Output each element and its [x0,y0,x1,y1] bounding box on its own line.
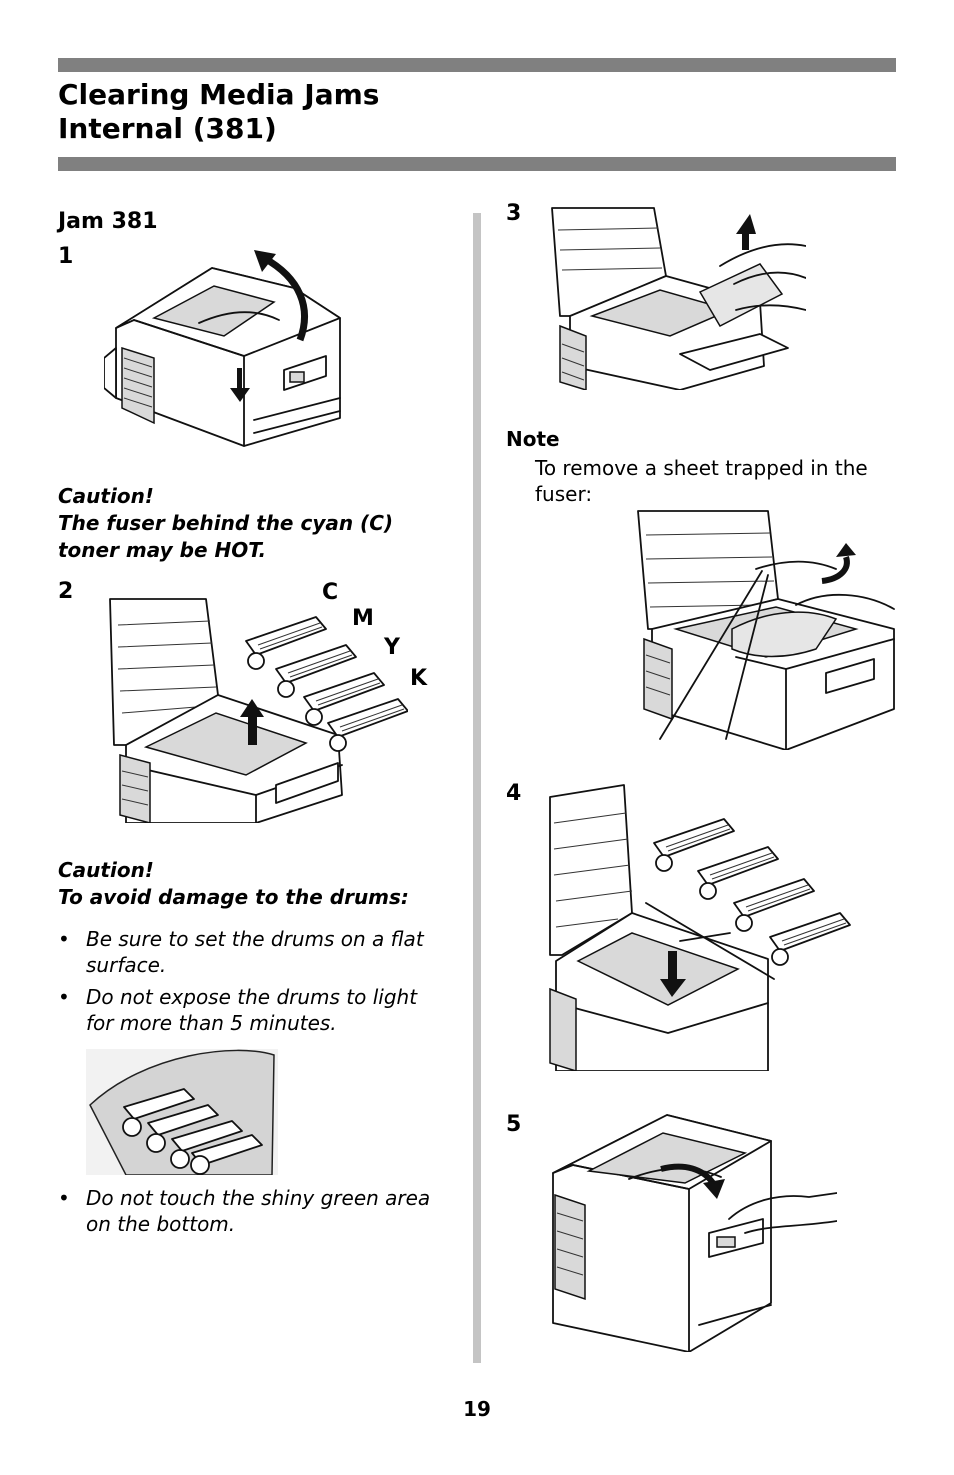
bullet-flat-surface-line2: surface. [86,953,167,977]
note-text-line1: To remove a sheet trapped in the [535,456,868,480]
drum-label-m: M [352,606,374,631]
bullet-item-flat-surface: • Be sure to set the drums on a flat sur… [58,926,486,978]
bullet-green-area-line1: Do not touch the shiny green area [86,1186,431,1210]
step-3-number: 3 [506,201,522,226]
header-top-bar [58,58,896,72]
caution-drums: Caution! To avoid damage to the drums: [58,857,409,911]
bullet-dot: • [58,927,70,951]
bullet-light-exposure-line2: for more than 5 minutes. [86,1011,337,1035]
header-bottom-bar [58,157,896,171]
page-title: Clearing Media Jams Internal (381) [58,78,379,146]
fuser-illustration [636,509,897,750]
note-text: To remove a sheet trapped in the fuser: [535,455,868,507]
step-5-illustration [549,1113,837,1352]
step-5-number: 5 [506,1112,522,1137]
note-label: Note [506,427,560,451]
bullet-dot: • [58,985,70,1009]
drum-label-y: Y [384,635,400,660]
page-title-line2: Internal (381) [58,112,277,145]
bullet-dot: • [58,1186,70,1210]
drum-label-c: C [322,580,339,605]
bullet-green-area-line2: on the bottom. [86,1212,236,1236]
bullet-flat-surface-line1: Be sure to set the drums on a flat [86,927,424,951]
step-4-number: 4 [506,781,522,806]
step-2-number: 2 [58,579,74,604]
column-divider [473,213,481,1363]
caution-fuser: Caution! The fuser behind the cyan (C) t… [58,483,393,564]
caution-fuser-label: Caution! [58,484,154,508]
caution-drums-text: To avoid damage to the drums: [58,885,409,909]
caution-fuser-line2: toner may be HOT. [58,538,267,562]
step-2-illustration [106,595,408,823]
step-4-illustration [548,783,864,1071]
step-3-illustration [550,206,806,390]
drum-label-k: K [410,666,428,691]
page-title-line1: Clearing Media Jams [58,78,380,111]
bullet-item-light-exposure: • Do not expose the drums to light for m… [58,984,486,1036]
page-number: 19 [463,1397,491,1421]
caution-drums-label: Caution! [58,858,154,882]
bullet-light-exposure-line1: Do not expose the drums to light [86,985,418,1009]
bullet-item-green-area: • Do not touch the shiny green area on t… [58,1185,486,1237]
step-1-number: 1 [58,244,74,269]
note-text-line2: fuser: [535,482,593,506]
caution-fuser-line1: The fuser behind the cyan (C) [58,511,394,535]
jam-heading: Jam 381 [58,209,158,234]
step-1-illustration [104,248,356,448]
drums-covered-illustration [86,1049,278,1175]
